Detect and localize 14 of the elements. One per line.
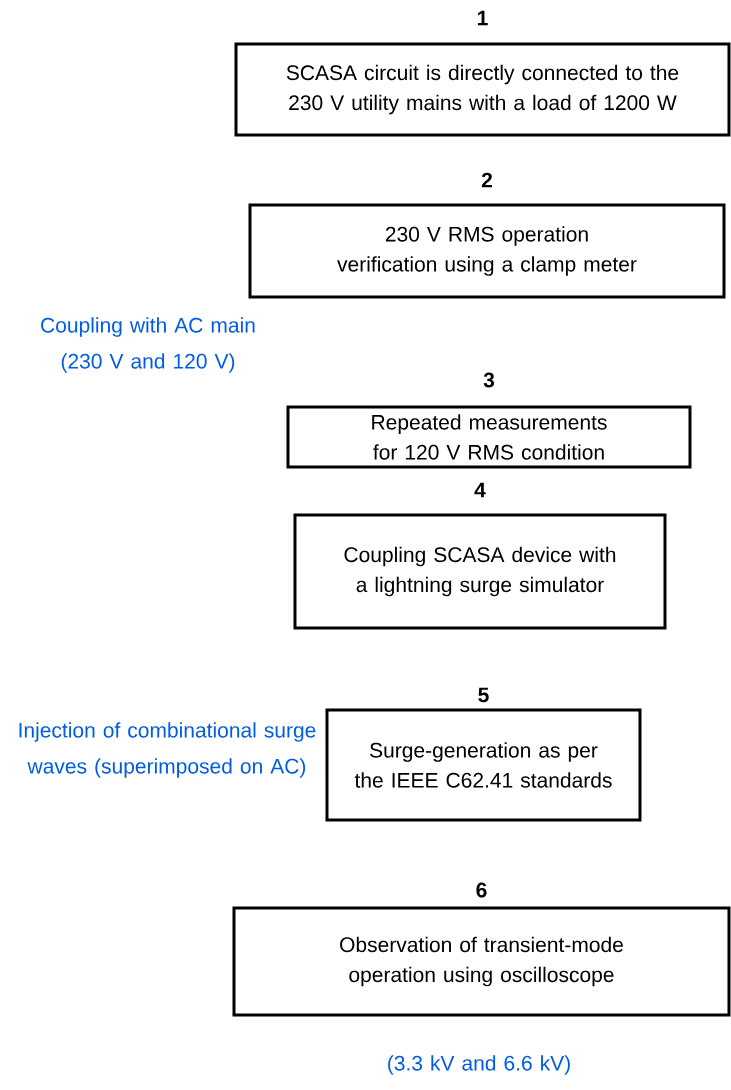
process-box: Observation of transient-mode operation using oscilloscope [232,906,731,1017]
step-number: 5 [478,687,489,703]
process-box: Repeated measurements for 120 V RMS condition [286,405,692,469]
annotation-text: (3.3 kV and 6.6 kV) [388,1055,570,1075]
process-box: 230 V RMS operation verification using a clamp meter [248,203,726,299]
process-box: SCASA circuit is directly connected to the 230 V utility mains with a load of 1200 W [234,42,731,137]
process-box: Coupling SCASA device with a lightning surge simulator [293,513,667,630]
step-number: 4 [474,482,486,498]
step-number: 6 [476,882,487,898]
process-box: Surge-generation as per the IEEE C62.41 standards [325,708,642,822]
annotation-text: Coupling with AC main (230 V and 120 V) [41,317,255,373]
step-number: 1 [477,10,488,26]
step-number: 3 [483,372,495,388]
step-number: 2 [481,172,492,188]
